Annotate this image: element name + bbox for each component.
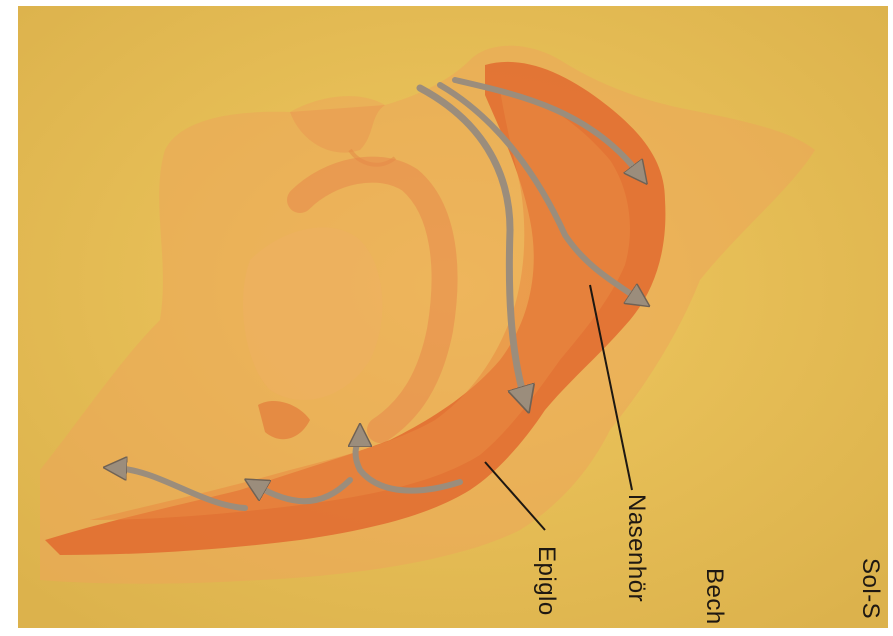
label-epiglottis: Epiglo bbox=[532, 546, 560, 616]
label-nasal-pharynx: Nasenhör bbox=[622, 494, 650, 602]
label-sol: Sol-S bbox=[856, 558, 884, 619]
label-cup: Bech bbox=[700, 568, 728, 625]
